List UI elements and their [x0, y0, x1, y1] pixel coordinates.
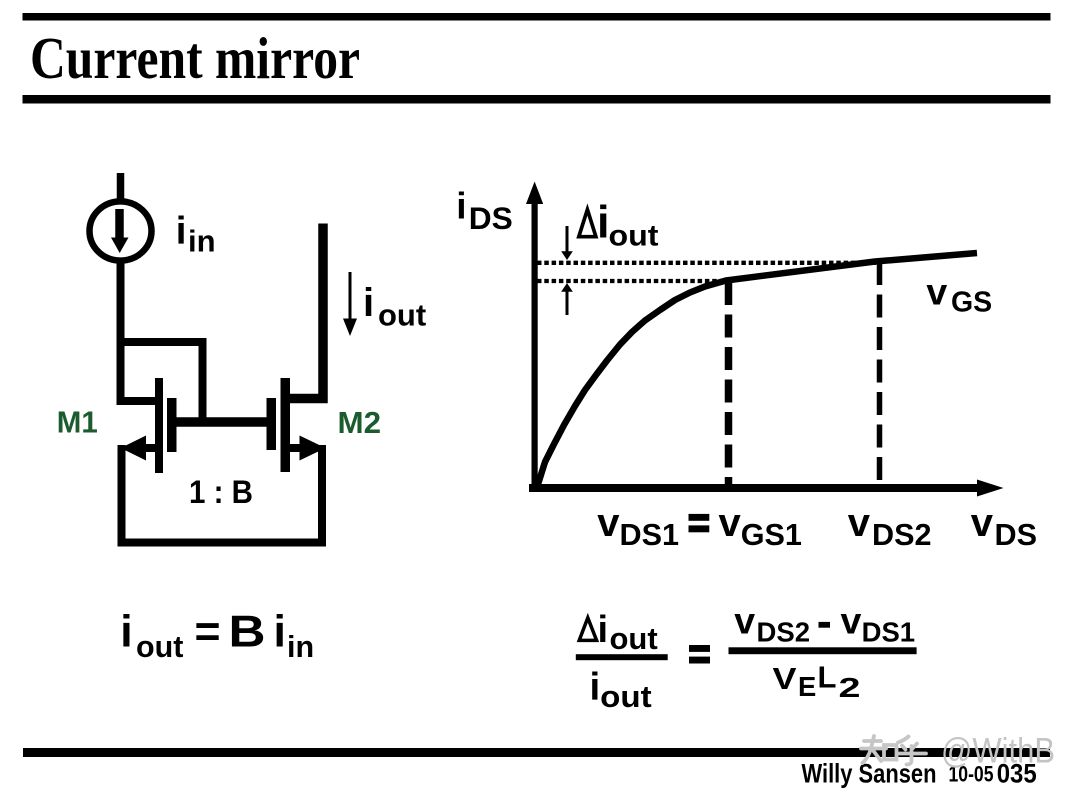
svg-text:035: 035	[997, 759, 1037, 789]
svg-text:i: i	[590, 666, 601, 709]
svg-text:DS1: DS1	[620, 518, 680, 552]
svg-text:GS1: GS1	[741, 518, 802, 552]
svg-text:i: i	[363, 281, 374, 325]
svg-text:GS: GS	[951, 287, 992, 319]
svg-text:=: =	[195, 608, 221, 657]
svg-text:i: i	[597, 197, 610, 248]
svg-text:i: i	[456, 186, 466, 227]
svg-text:v: v	[734, 600, 755, 642]
svg-text:v: v	[848, 501, 871, 545]
svg-text:out: out	[609, 220, 659, 253]
svg-text:i: i	[120, 608, 132, 657]
svg-text:in: in	[188, 224, 216, 259]
svg-text:v: v	[841, 600, 862, 642]
svg-text:v: v	[926, 271, 947, 313]
svg-text:M1: M1	[57, 404, 98, 439]
svg-text:DS: DS	[469, 200, 513, 236]
svg-text:Current mirror: Current mirror	[30, 25, 360, 91]
svg-text:out: out	[378, 298, 426, 333]
svg-text:M2: M2	[338, 405, 382, 440]
svg-text:B: B	[229, 608, 266, 657]
svg-text:L: L	[818, 660, 837, 695]
svg-text:2: 2	[839, 672, 861, 703]
svg-text:Willy Sansen: Willy Sansen	[802, 759, 937, 789]
svg-text:i: i	[176, 210, 187, 253]
svg-text:v: v	[597, 501, 620, 545]
svg-text:out: out	[136, 630, 183, 664]
svg-text:DS2: DS2	[872, 518, 932, 552]
svg-text:v: v	[971, 501, 994, 545]
svg-text:1 : B: 1 : B	[189, 474, 253, 510]
svg-text:out: out	[600, 679, 652, 714]
svg-text:in: in	[287, 630, 314, 664]
svg-text:10-05: 10-05	[949, 762, 994, 787]
svg-text:v: v	[719, 501, 742, 545]
svg-text:DS1: DS1	[862, 617, 916, 648]
svg-text:E: E	[798, 671, 816, 702]
svg-text:V: V	[773, 661, 797, 696]
svg-text:DS2: DS2	[757, 617, 811, 648]
svg-text:DS: DS	[995, 518, 1038, 552]
svg-text:@WithB: @WithB	[941, 732, 1055, 771]
svg-text:i: i	[274, 608, 286, 657]
svg-text:out: out	[610, 621, 658, 656]
svg-text:i: i	[598, 609, 609, 651]
